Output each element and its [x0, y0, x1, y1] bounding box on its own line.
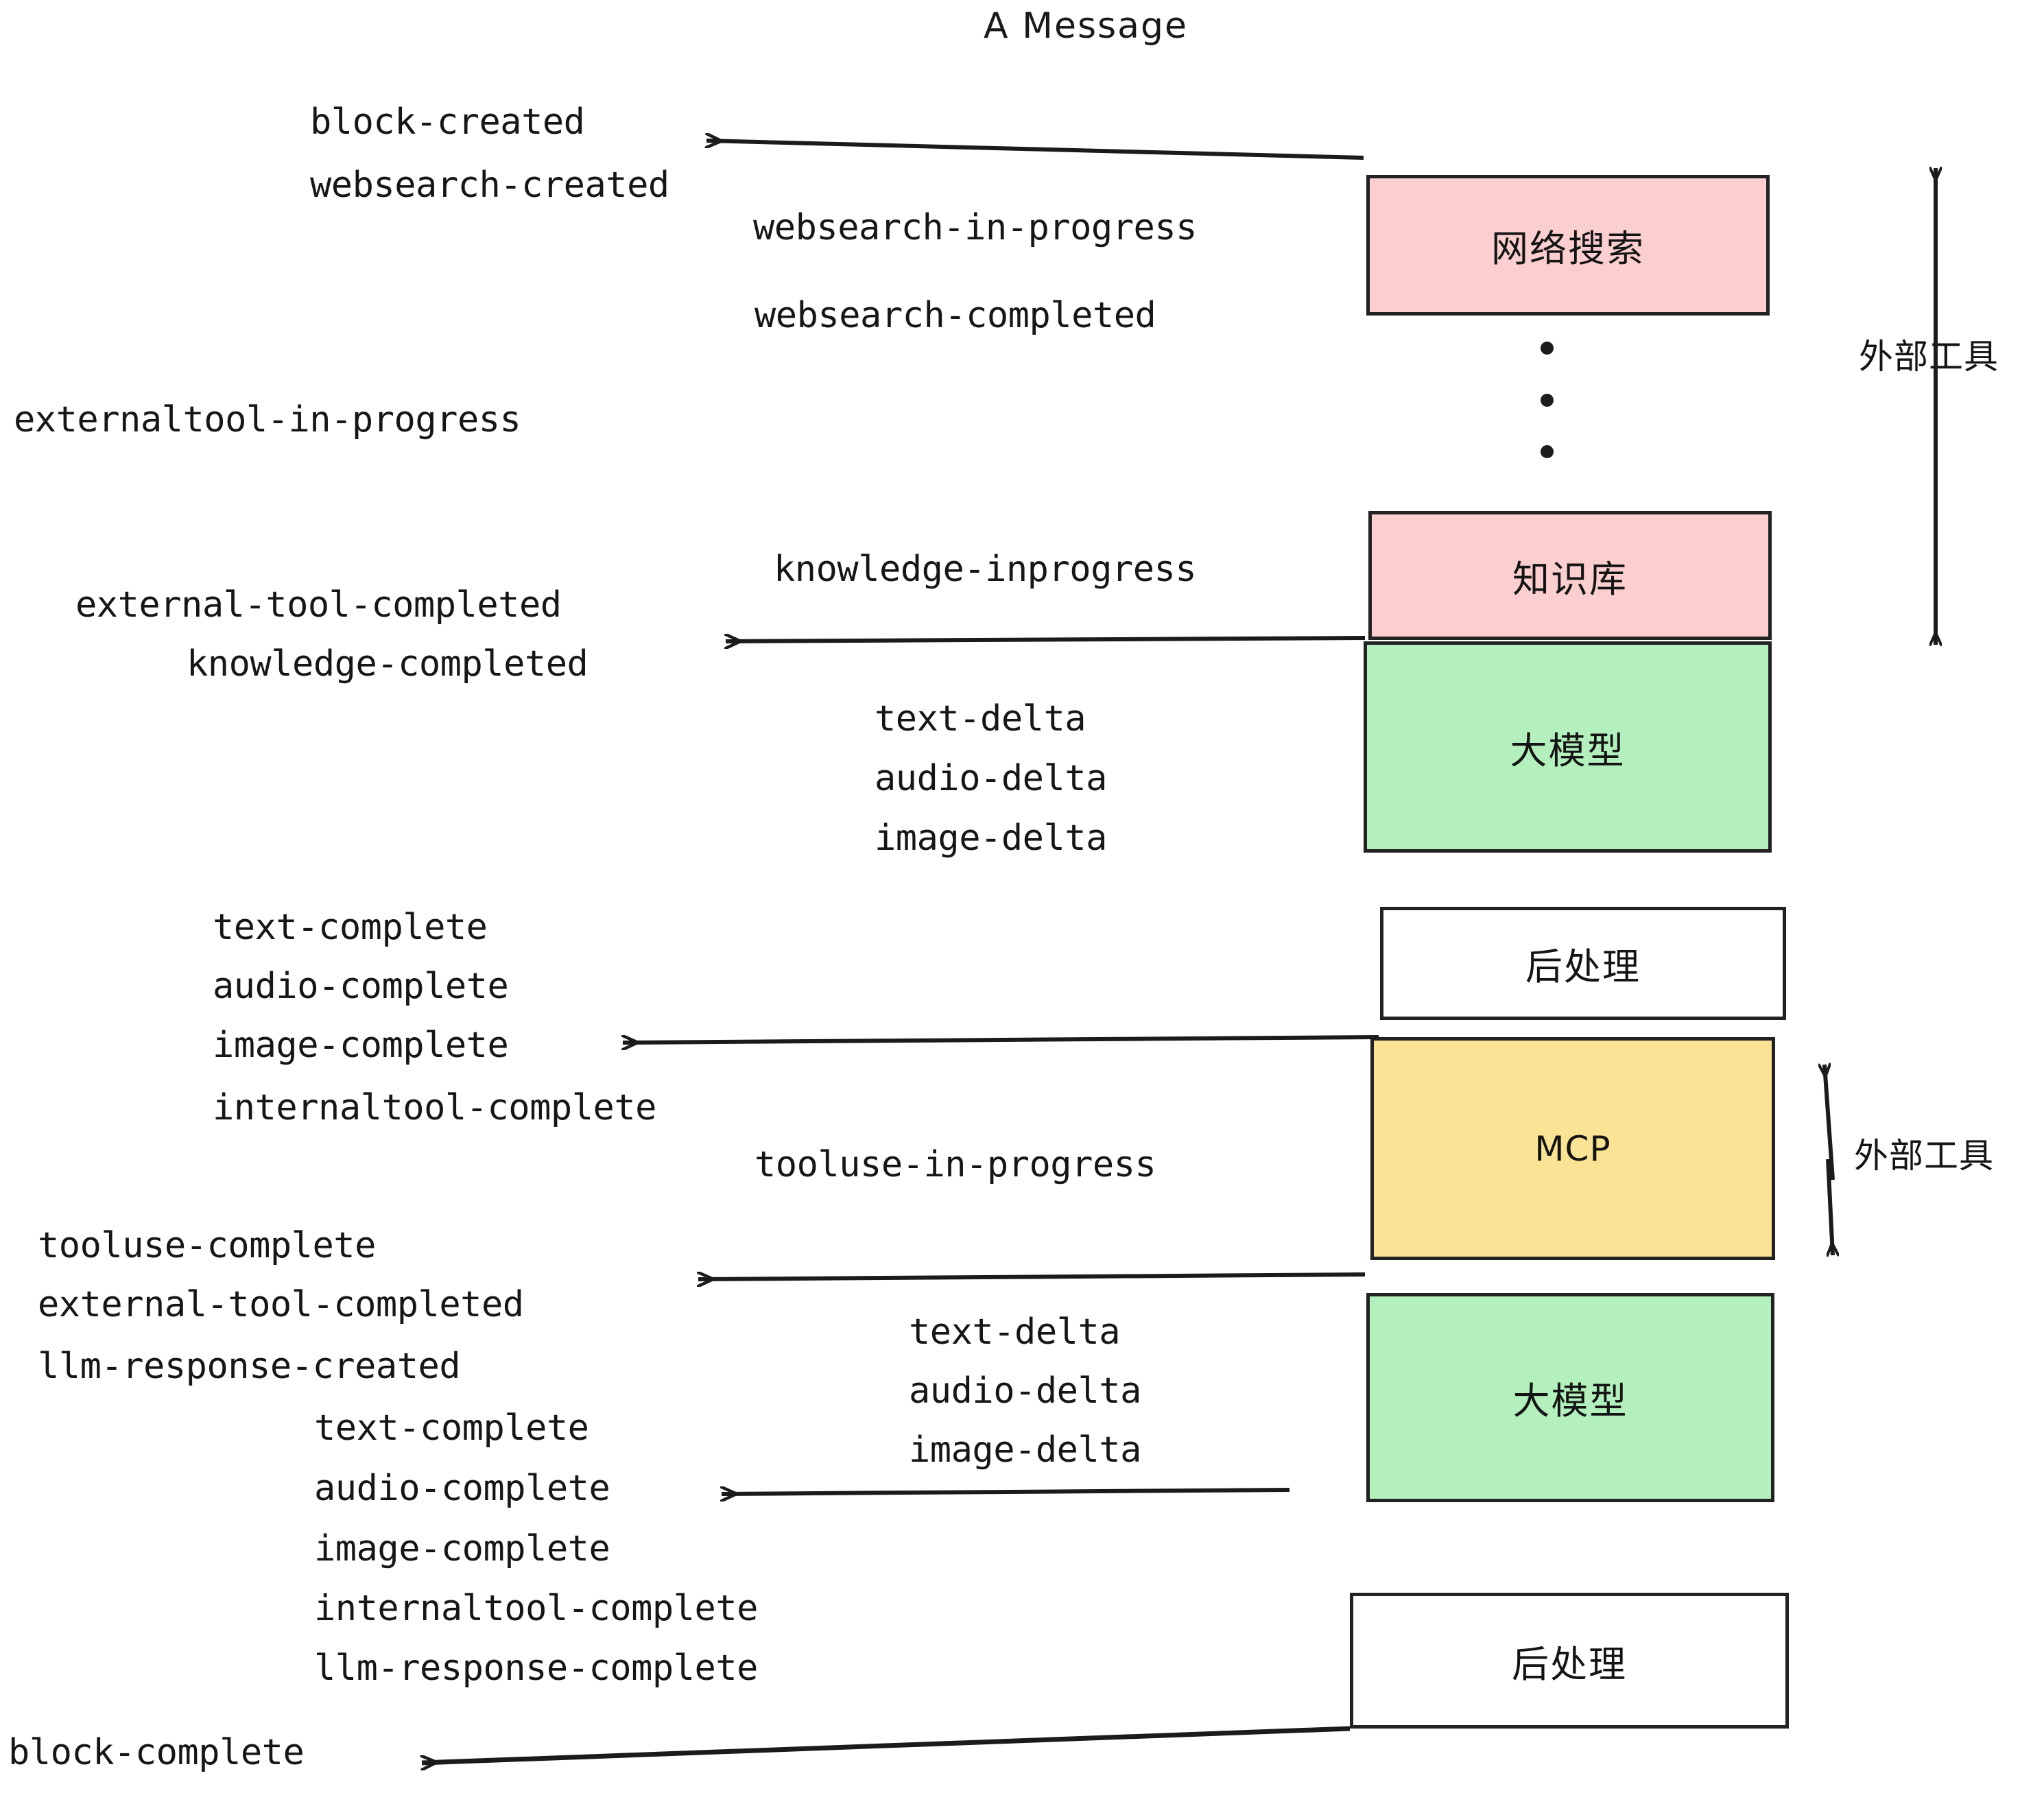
- event-label-websearch-in-progress: websearch-in-progress: [753, 207, 1197, 248]
- node-postprocess-second-label: 后处理: [1512, 1642, 1627, 1686]
- event-label-knowledge-completed: knowledge-completed: [187, 643, 589, 685]
- event-label-websearch-completed: websearch-completed: [754, 295, 1156, 336]
- arrow-image-complete-first: [623, 1037, 1379, 1043]
- diagram-title: A Message: [984, 5, 1189, 47]
- arrow-block-created: [706, 141, 1364, 160]
- event-label-text-complete-2: text-complete: [314, 1408, 589, 1449]
- event-label-externaltool-in-progress: externaltool-in-progress: [14, 399, 521, 440]
- node-llm-first[interactable]: 大模型: [1364, 641, 1772, 853]
- arrow-block-complete: [422, 1726, 1351, 1763]
- event-label-image-complete-1: image-complete: [213, 1025, 509, 1066]
- event-label-internaltool-complete-2: internaltool-complete: [314, 1588, 758, 1629]
- event-label-text-delta-1: text-delta: [875, 698, 1086, 739]
- event-label-tooluse-in-progress: tooluse-in-progress: [754, 1144, 1156, 1185]
- bracket-arrow-external-tools-bottom-up: [1825, 1065, 1835, 1180]
- event-label-llm-response-created: llm-response-created: [38, 1346, 461, 1387]
- event-label-image-complete-2: image-complete: [314, 1528, 610, 1569]
- arrow-tooluse-complete: [698, 1274, 1366, 1279]
- node-postprocess-first-label: 后处理: [1525, 945, 1641, 988]
- event-label-knowledge-inprogress: knowledge-inprogress: [774, 549, 1197, 590]
- event-label-text-complete-1: text-complete: [213, 907, 488, 948]
- node-websearch[interactable]: 网络搜索: [1366, 175, 1770, 316]
- node-postprocess-second[interactable]: 后处理: [1350, 1593, 1789, 1729]
- node-llm-second-label: 大模型: [1512, 1379, 1628, 1423]
- event-label-image-delta-1: image-delta: [875, 818, 1107, 859]
- event-label-image-delta-2: image-delta: [909, 1429, 1141, 1471]
- event-label-internaltool-complete-1: internaltool-complete: [213, 1087, 656, 1128]
- event-label-block-complete: block-complete: [8, 1732, 305, 1773]
- event-label-external-tool-completed-2: external-tool-completed: [38, 1284, 524, 1325]
- node-llm-first-label: 大模型: [1510, 728, 1626, 772]
- arrow-audio-complete-second: [722, 1490, 1290, 1494]
- event-label-websearch-created: websearch-created: [310, 165, 669, 206]
- bracket-label-external-tools-bottom: 外部工具: [1854, 1136, 1994, 1176]
- event-label-external-tool-completed-1: external-tool-completed: [75, 584, 562, 626]
- event-label-block-created: block-created: [310, 102, 585, 143]
- node-knowledge-base-label: 知识库: [1512, 557, 1628, 601]
- node-postprocess-first[interactable]: 后处理: [1380, 907, 1786, 1020]
- node-llm-second[interactable]: 大模型: [1366, 1293, 1774, 1502]
- event-label-llm-response-complete: llm-response-complete: [314, 1648, 758, 1689]
- bracket-label-external-tools-top: 外部工具: [1859, 337, 1999, 377]
- arrow-knowledge-completed: [726, 638, 1366, 641]
- event-label-audio-delta-2: audio-delta: [909, 1370, 1141, 1412]
- event-label-text-delta-2: text-delta: [909, 1312, 1121, 1353]
- event-label-audio-complete-1: audio-complete: [213, 966, 509, 1007]
- node-knowledge-base[interactable]: 知识库: [1368, 511, 1772, 640]
- node-websearch-label: 网络搜索: [1491, 227, 1645, 270]
- event-label-audio-delta-1: audio-delta: [875, 758, 1107, 799]
- node-mcp[interactable]: MCP: [1370, 1037, 1775, 1260]
- event-label-audio-complete-2: audio-complete: [314, 1468, 610, 1509]
- event-label-tooluse-complete: tooluse-complete: [38, 1225, 376, 1266]
- vertical-ellipsis-icon: [1540, 342, 1554, 458]
- bracket-arrow-external-tools-bottom-down: [1826, 1159, 1833, 1255]
- node-mcp-label: MCP: [1534, 1128, 1611, 1169]
